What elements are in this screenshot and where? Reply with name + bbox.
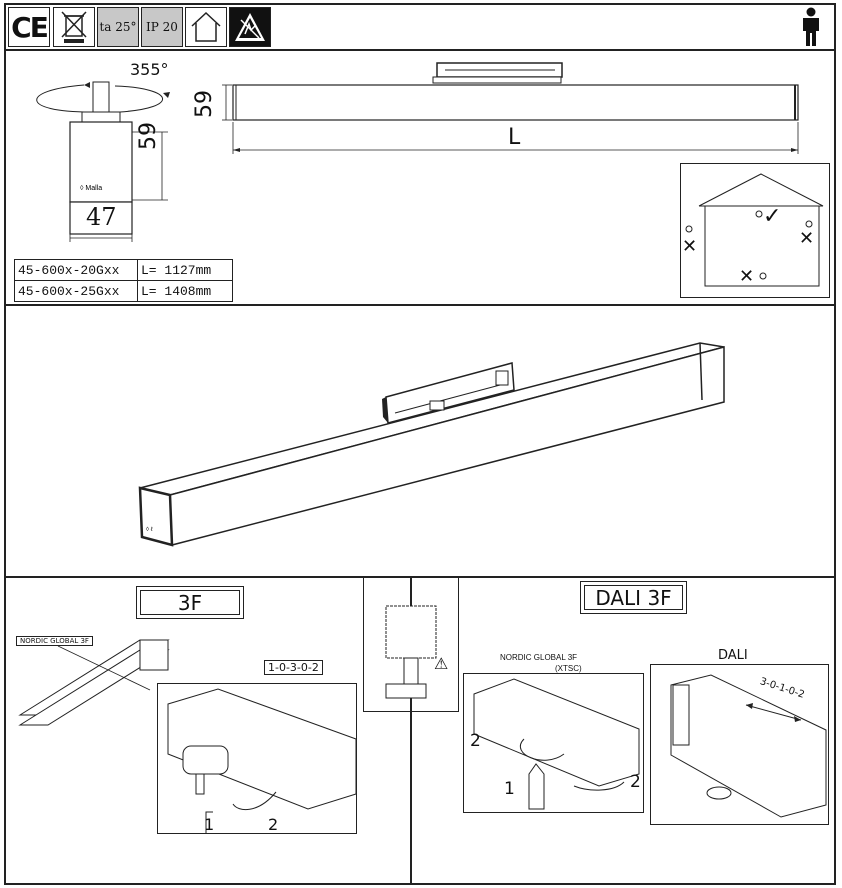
length-dim: L (508, 125, 521, 150)
mounting-positions-box: ✓ ✕ ✕ ✕ (680, 163, 830, 298)
svg-text:◊ ℓ: ◊ ℓ (146, 526, 153, 533)
height-dim-top: 59 (192, 90, 217, 118)
esd-warning-icon (229, 7, 271, 47)
divider-bottom-left (410, 576, 412, 885)
bad-mark-wall-right: ✕ (799, 228, 815, 249)
section-title-3f-box: 3F (136, 586, 244, 619)
left-step-2: 2 (268, 815, 279, 834)
spec-table: 45-600x-20Gxx L= 1127mm 45-600x-25Gxx L=… (14, 259, 233, 302)
dali-label: DALI (718, 648, 748, 663)
side-profile-drawing: ◊ Malla (36, 62, 799, 242)
ta-rating: ta 25° (97, 7, 139, 47)
ce-mark: CE (8, 7, 50, 47)
width-dim: 47 (86, 203, 117, 231)
weee-bin-icon (53, 7, 95, 47)
section-title-dali-box: DALI 3F (580, 581, 687, 614)
warning-icon: ⚠ (434, 654, 449, 673)
right-step-1: 1 (504, 779, 515, 799)
model-cell: 45-600x-25Gxx (14, 280, 138, 302)
table-row: 45-600x-20Gxx L= 1127mm (14, 259, 233, 281)
connector-box: ⚠ (363, 577, 459, 712)
height-dim-side: 59 (136, 122, 161, 150)
length-cell: L= 1408mm (137, 280, 233, 302)
left-code-label: 1-0-3-0-2 (264, 660, 323, 675)
left-rail-label: NORDIC GLOBAL 3F (16, 636, 93, 646)
left-step-1: 1 (204, 815, 215, 834)
rotation-label: 355° (130, 60, 169, 79)
divider-dimensions (4, 304, 836, 306)
right-rail-sublabel: (XTSC) (555, 664, 582, 673)
table-row: 45-600x-25Gxx L= 1408mm (14, 280, 233, 302)
right-detail-box-1: 2 1 2 (463, 673, 644, 813)
section-title-dali: DALI 3F (595, 585, 672, 610)
right-detail-box-2: 3-0-1-0-2 (650, 664, 829, 825)
bad-mark-floor: ✕ (739, 266, 755, 287)
ip-rating: IP 20 (141, 7, 183, 47)
length-cell: L= 1127mm (137, 259, 233, 281)
right-step-2a: 2 (470, 731, 481, 751)
bad-mark-wall-left: ✕ (682, 236, 698, 257)
ok-mark: ✓ (763, 204, 782, 229)
divider-header (4, 49, 836, 51)
right-step-2b: 2 (630, 772, 641, 792)
section-title-3f: 3F (177, 590, 203, 615)
left-detail-box (157, 683, 357, 834)
left-rail-drawing (18, 639, 170, 726)
indoor-house-icon (185, 7, 227, 47)
luminaire-perspective-drawing: ◊ ℓ (138, 342, 725, 547)
person-icon (798, 7, 824, 47)
document-frame (4, 3, 836, 885)
model-cell: 45-600x-20Gxx (14, 259, 138, 281)
right-rail-label: NORDIC GLOBAL 3F (500, 653, 578, 662)
svg-text:◊ Malla: ◊ Malla (80, 185, 102, 192)
